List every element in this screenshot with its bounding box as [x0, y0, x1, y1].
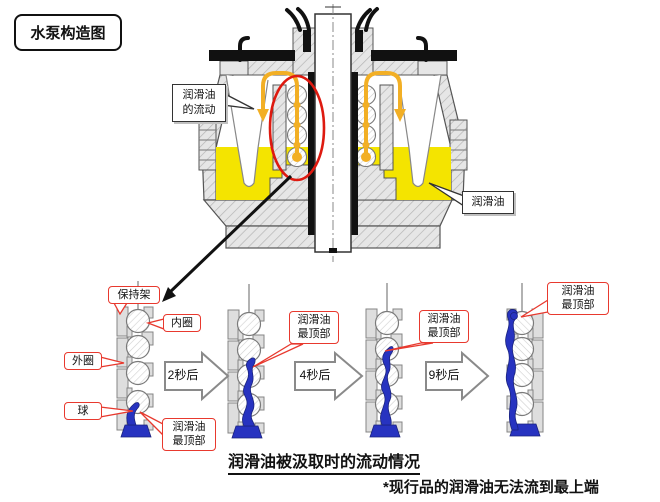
- oil-callout: 润滑油: [462, 191, 514, 214]
- flow-arrow-left-icon: [257, 71, 406, 162]
- oil-top-label-3-line1: 润滑油: [427, 313, 461, 325]
- oil-top-label-1-line1: 润滑油: [172, 421, 206, 433]
- oil-top-label-2-line2: 最顶部: [297, 328, 331, 341]
- drawn-oil: [120, 309, 541, 439]
- highlight-ellipse: [268, 74, 326, 182]
- oil-top-label-2: 润滑油 最顶部: [289, 311, 339, 344]
- step-arrow-1: [164, 350, 230, 402]
- oil-flow-callout-line1: 润滑油: [182, 89, 216, 101]
- step-arrow-2: [294, 350, 364, 402]
- oil-flow-callout-line2: 的流动: [182, 103, 216, 116]
- step-arrow-3: [425, 350, 490, 402]
- oil-top-label-4: 润滑油 最顶部: [547, 282, 609, 315]
- footnote: *现行品的润滑油无法流到最上端: [383, 479, 599, 496]
- oil-top-label-3: 润滑油 最顶部: [419, 310, 469, 343]
- oil-top-label-1: 润滑油 最顶部: [162, 418, 216, 451]
- oil-top-label-2-line1: 润滑油: [297, 314, 331, 326]
- oil-top-label-1-line2: 最顶部: [172, 435, 206, 448]
- outer-ring-label: 外圈: [64, 352, 102, 371]
- step-arrow-label-1: 2秒后: [167, 368, 199, 382]
- pump-cross-section: [198, 4, 468, 262]
- step-arrow-label-2: 4秒后: [299, 368, 331, 382]
- sequence-caption: 润滑油被汲取时的流动情况: [228, 448, 421, 475]
- oil-top-label-3-line2: 最顶部: [427, 327, 461, 340]
- ball-label: 球: [64, 402, 102, 421]
- oil-flow-callout: 润滑油 的流动: [172, 84, 226, 122]
- detail-arrow-icon: [162, 174, 293, 302]
- oil-top-label-4-line2: 最顶部: [561, 299, 595, 312]
- page-title: 水泵构造图: [14, 14, 122, 51]
- oil-top-label-4-line1: 润滑油: [561, 285, 595, 297]
- inner-ring-label: 内圈: [163, 314, 201, 333]
- step-arrow-label-3: 9秒后: [428, 368, 460, 382]
- cage-label: 保持架: [108, 286, 160, 305]
